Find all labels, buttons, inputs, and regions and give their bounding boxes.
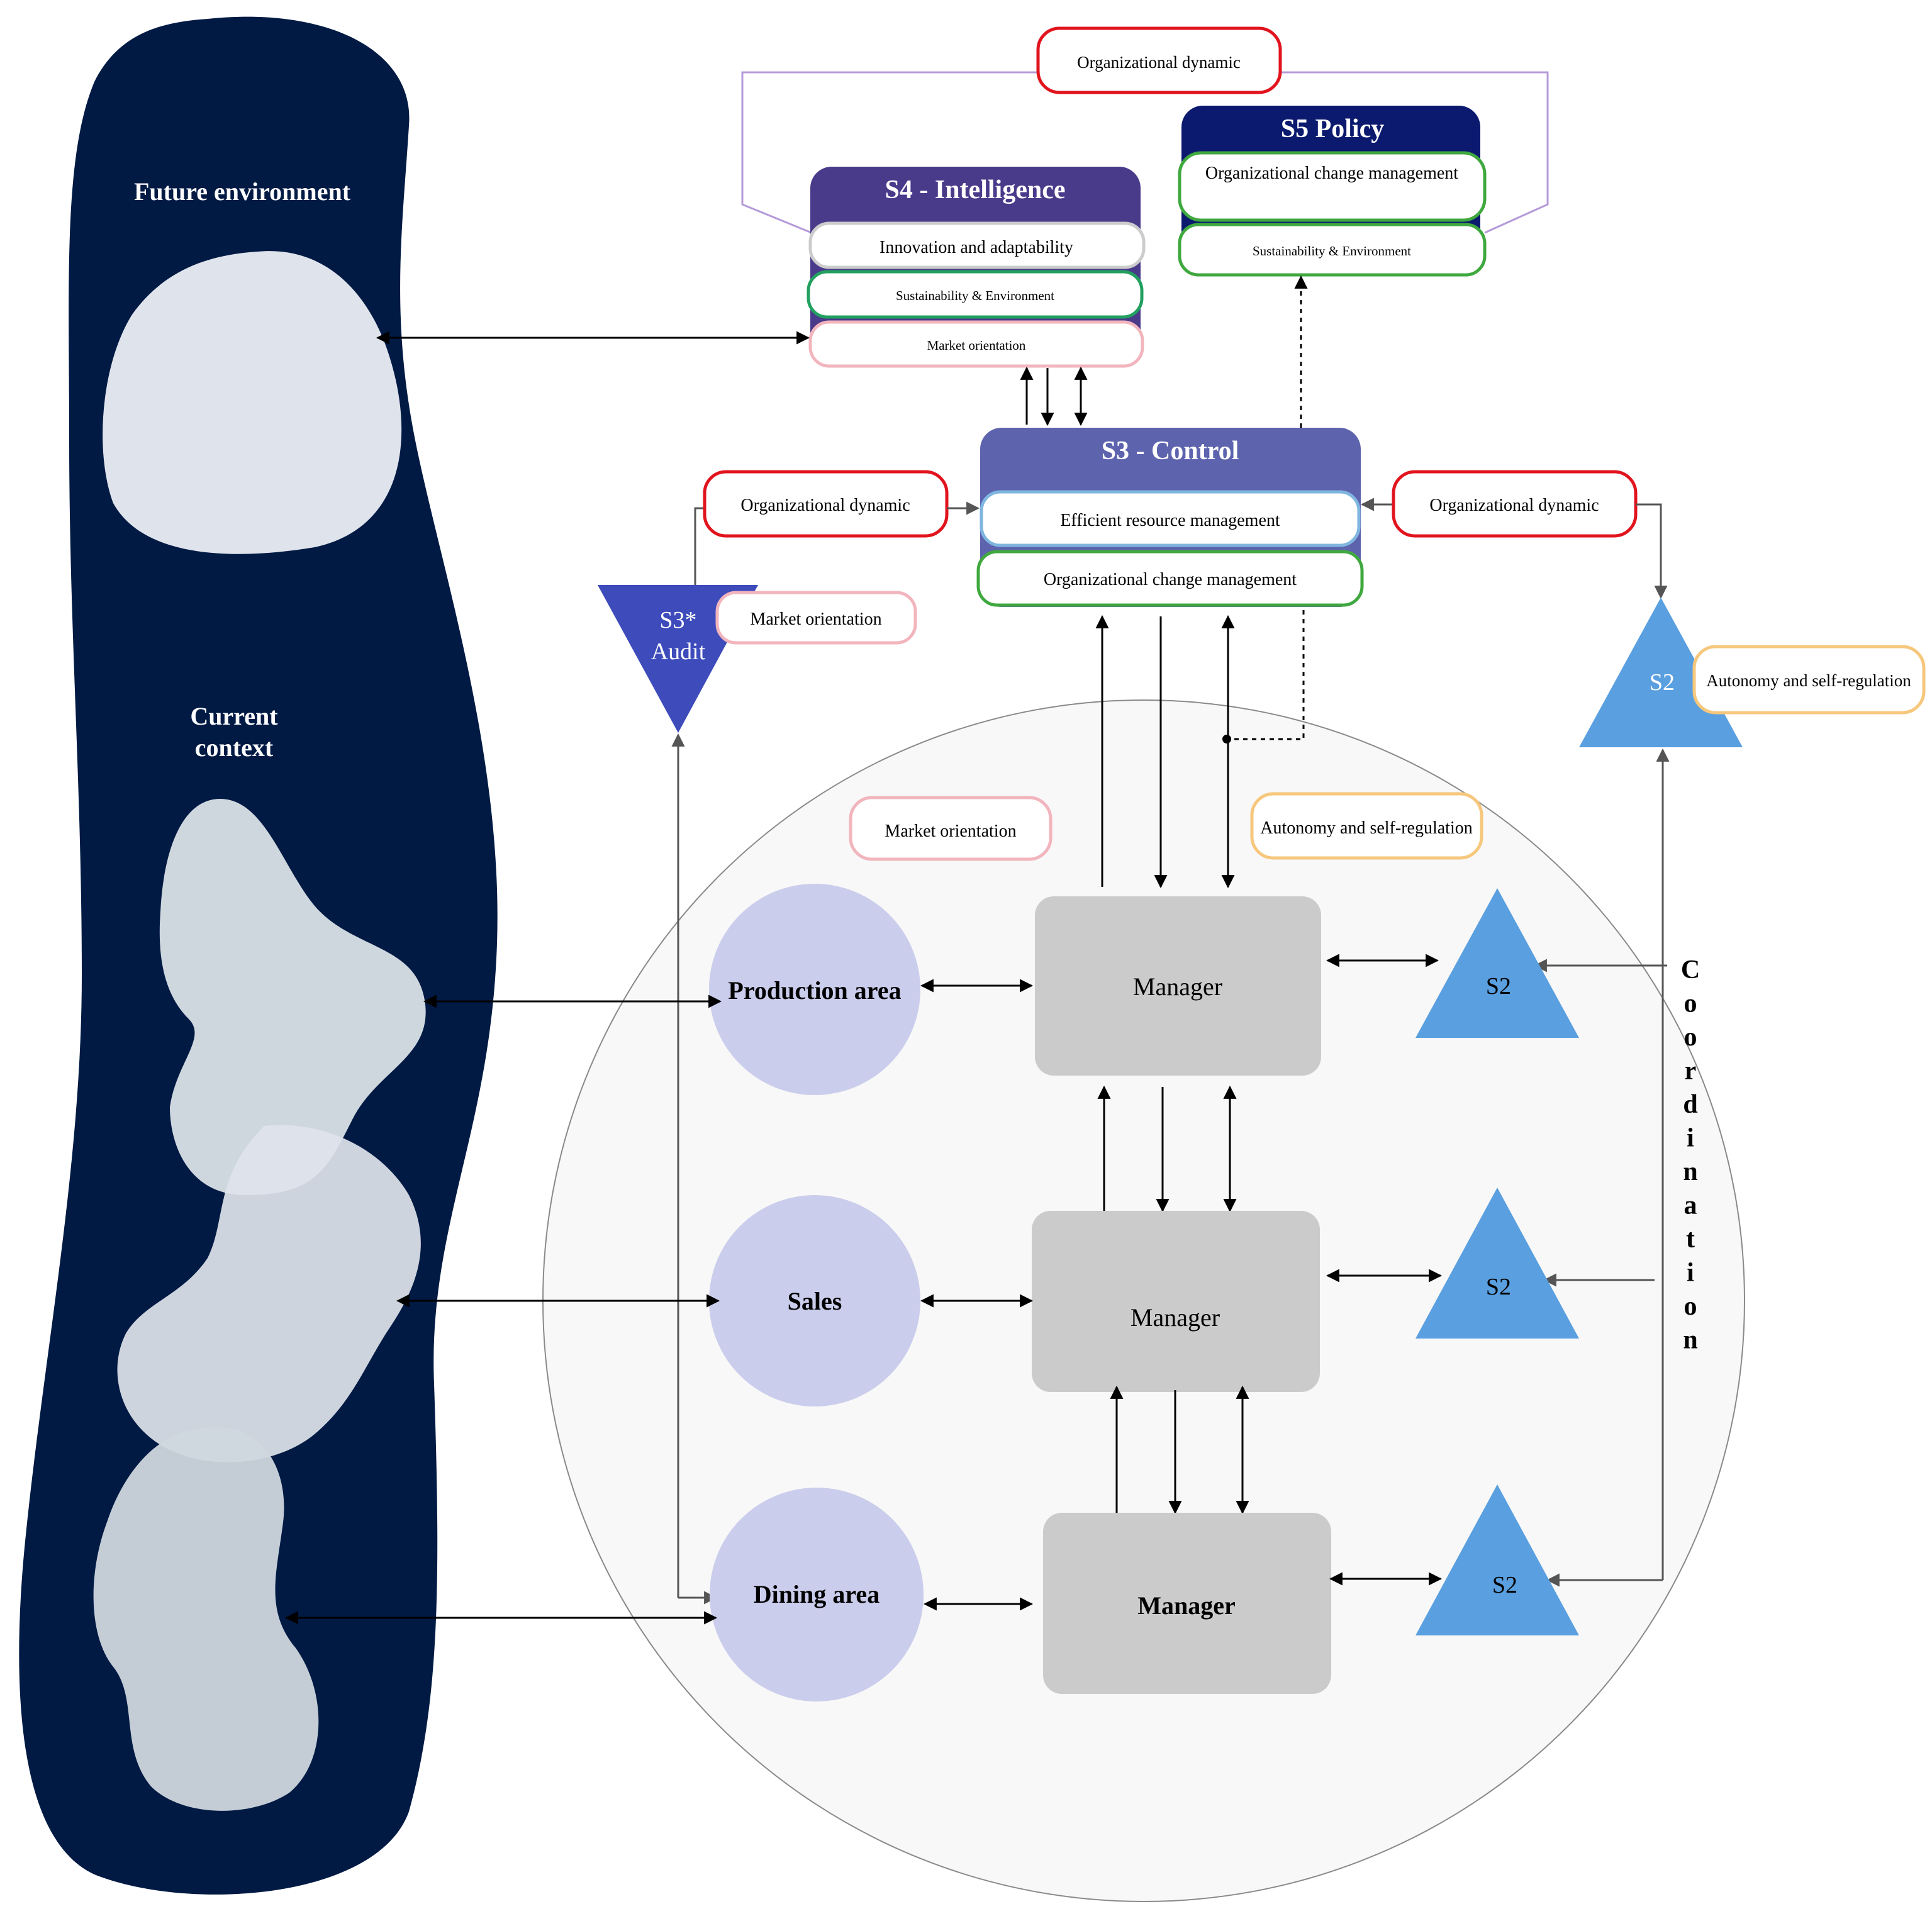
- autonomy-top-tag: [1692, 645, 1926, 715]
- s2-top-label: S2: [1650, 669, 1675, 696]
- s3-audit-label-line1: S3*: [659, 607, 696, 633]
- coordination-letter: t: [1686, 1225, 1695, 1254]
- s4-item-market-label: Market orientation: [927, 338, 1026, 353]
- coordination-letter: n: [1683, 1157, 1697, 1186]
- org-dynamic-left-label: Organizational dynamic: [740, 496, 910, 515]
- dining-area-circle: [710, 1488, 924, 1701]
- manager-1-label: Manager: [1133, 972, 1222, 1001]
- org-dynamic-top-label: Organizational dynamic: [1077, 53, 1241, 72]
- s3-control-box: S3 - Control Efficient resource manageme…: [976, 428, 1364, 607]
- manager-1-box: [1035, 896, 1321, 1076]
- coordination-letter: i: [1687, 1124, 1694, 1153]
- s3-item-org-change: [976, 550, 1364, 607]
- coordination-letter: i: [1687, 1259, 1694, 1288]
- autonomy-top-label: Autonomy and self-regulation: [1706, 671, 1911, 690]
- coordination-letter: n: [1683, 1326, 1697, 1355]
- sales-label: Sales: [788, 1287, 842, 1315]
- sales-circle: [709, 1195, 920, 1406]
- s2-row1-triangle: [1415, 888, 1579, 1038]
- coordination-letter: o: [1684, 1023, 1697, 1052]
- dining-area-label: Dining area: [754, 1580, 879, 1608]
- manager-2-label: Manager: [1131, 1303, 1220, 1332]
- manager-2-box: [1032, 1211, 1320, 1392]
- s2-top-triangle: [1579, 598, 1743, 747]
- org-dynamic-top-tag: [1036, 26, 1282, 94]
- s5-item-sustainability: [1178, 223, 1487, 277]
- s3-title: S3 - Control: [1102, 437, 1239, 465]
- s5-title: S5 Policy: [1281, 114, 1385, 143]
- coordination-letter: o: [1684, 1292, 1697, 1321]
- current-context-blob-3: [93, 1427, 319, 1811]
- s3-item-org-change-label: Organizational change management: [1044, 570, 1297, 589]
- s2-row3-label: S2: [1492, 1572, 1517, 1598]
- s2-row2-label: S2: [1486, 1274, 1511, 1300]
- coordination-letter: d: [1683, 1090, 1697, 1119]
- manager-3-box: [1043, 1513, 1331, 1694]
- production-area-label: Production area: [728, 976, 901, 1005]
- org-dynamic-right-to-s2-line: [1636, 503, 1668, 599]
- s4-item-innovation: [808, 221, 1146, 269]
- coordination-letter: r: [1685, 1057, 1697, 1086]
- coordination-letter: C: [1681, 955, 1700, 984]
- s5-item-sustainability-label: Sustainability & Environment: [1253, 243, 1411, 259]
- future-environment-label: Future environment: [134, 177, 351, 206]
- s4-title: S4 - Intelligence: [885, 175, 1066, 204]
- s4-item-market: [808, 320, 1144, 368]
- org-dynamic-right-label: Organizational dynamic: [1429, 496, 1599, 515]
- coordination-letter: a: [1684, 1191, 1697, 1220]
- s4-item-innovation-label: Innovation and adaptability: [879, 238, 1073, 257]
- inner-autonomy-tag: [1250, 792, 1483, 860]
- s3-dotted-link: [1227, 610, 1305, 740]
- inner-market-orientation-tag: [849, 796, 1053, 861]
- current-context-blob-2: [117, 1125, 421, 1462]
- s2-row1-label: S2: [1486, 973, 1511, 999]
- coordination-letter: o: [1684, 989, 1697, 1018]
- production-area-circle: [709, 884, 920, 1095]
- s2-row3-triangle: [1415, 1484, 1579, 1635]
- s4-intelligence-box: S4 - Intelligence Innovation and adaptab…: [807, 167, 1146, 368]
- s5-item-org-change-label: Organizational change management: [1205, 164, 1458, 183]
- s3-audit-label-line2: Audit: [651, 638, 706, 665]
- org-dynamic-left-tag: [703, 470, 949, 538]
- dotted-link-node: [1222, 735, 1231, 743]
- current-context-blob-1: [159, 799, 426, 1195]
- audit-market-orientation-label: Market orientation: [750, 610, 881, 629]
- future-environment-blob: [103, 251, 402, 554]
- manager-3-label: Manager: [1137, 1591, 1236, 1620]
- current-context-label-line1: Current: [190, 702, 278, 730]
- s4-item-sustainability: [807, 270, 1144, 319]
- s3-item-resource: [980, 490, 1361, 547]
- audit-market-orientation-tag: [715, 591, 917, 645]
- s3-item-resource-label: Efficient resource management: [1060, 511, 1280, 530]
- s4-item-sustainability-label: Sustainability & Environment: [896, 288, 1054, 303]
- current-context-label-line2: context: [195, 733, 274, 762]
- inner-market-orientation-label: Market orientation: [885, 821, 1016, 841]
- s5-item-org-change: [1178, 151, 1487, 222]
- s2-row2-triangle: [1415, 1188, 1579, 1339]
- s5-policy-box: S5 Policy Organizational change manageme…: [1178, 106, 1487, 277]
- inner-autonomy-label: Autonomy and self-regulation: [1260, 818, 1472, 838]
